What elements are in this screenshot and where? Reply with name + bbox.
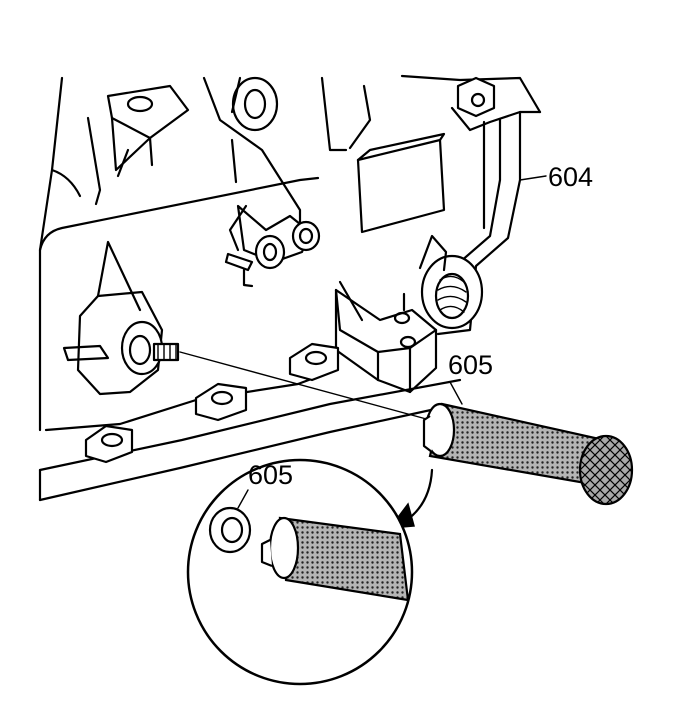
leader-604	[519, 175, 547, 181]
callout-605: 605	[448, 350, 493, 380]
inset-detail-circle	[186, 458, 414, 686]
tool-605	[422, 402, 634, 506]
leader-605	[449, 381, 463, 405]
transmission-case-housing	[38, 74, 542, 502]
leader-605-detail	[237, 489, 249, 509]
callout-604: 604	[548, 162, 593, 192]
callout-605-detail: 605	[248, 460, 293, 490]
